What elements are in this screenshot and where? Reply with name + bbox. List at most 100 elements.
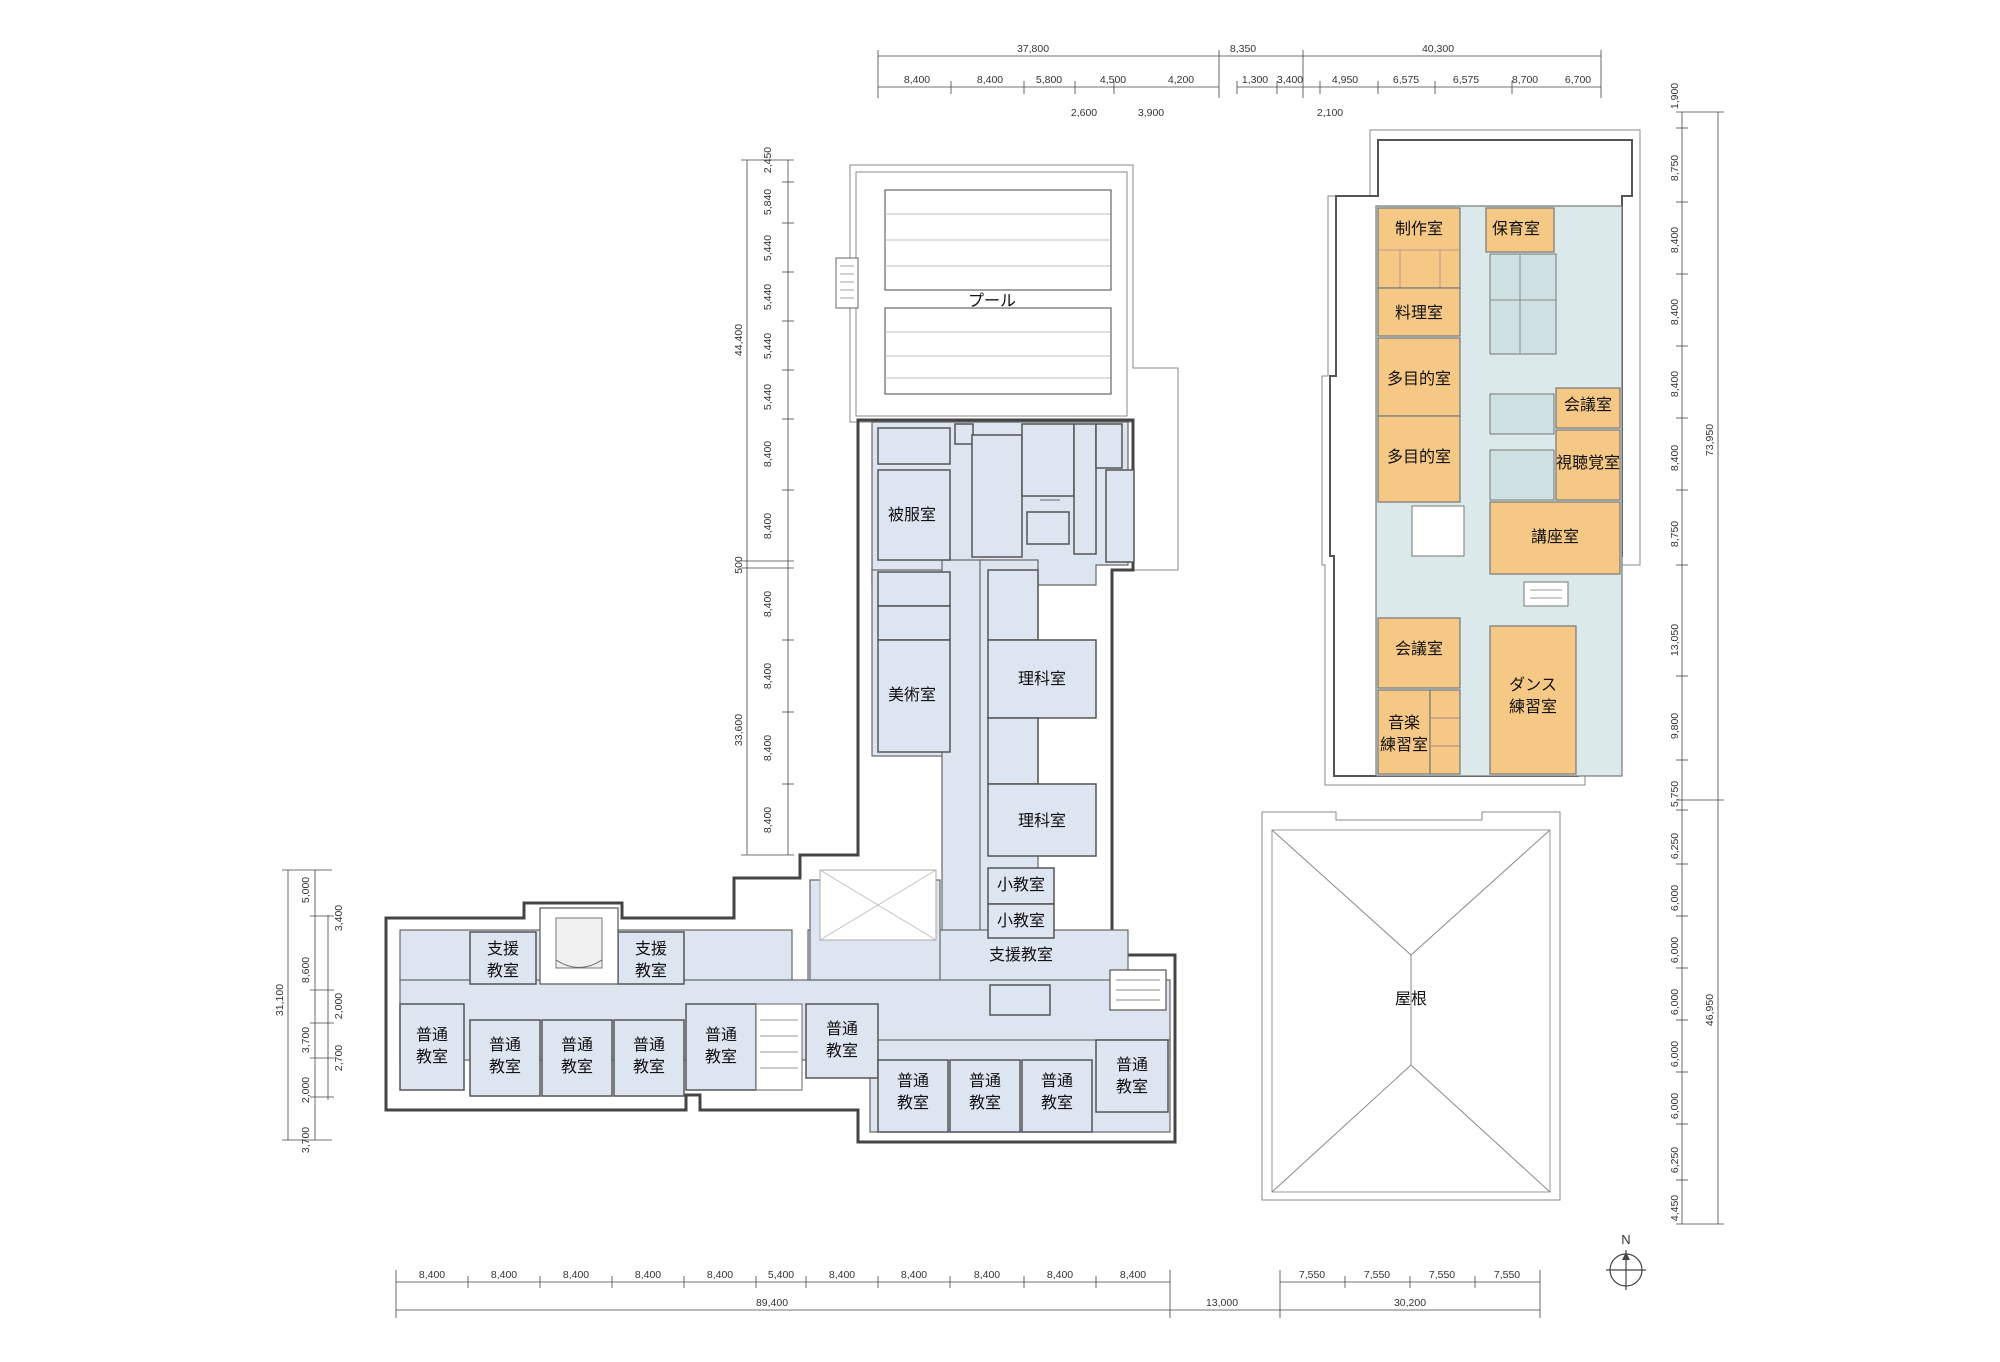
bottom-dimension-labels: 8,400 8,400 8,400 8,400 8,400 5,400 8,40… bbox=[419, 1269, 1520, 1309]
classroom-label-1: 普通 bbox=[561, 1035, 593, 1054]
classroom bbox=[805, 1003, 879, 1079]
dim-left-11: 8,400 bbox=[762, 807, 774, 833]
dim-left-5: 5,440 bbox=[762, 384, 774, 410]
right-building: 制作室 保育室 料理室 多目的室 多目的室 会議室 視聴覚室 講座室 会議室 ダ… bbox=[1321, 129, 1641, 786]
dim-top-overall-2: 40,300 bbox=[1422, 43, 1454, 55]
dim-bottom-7: 8,400 bbox=[901, 1269, 927, 1281]
dim-bottom-right-0: 7,550 bbox=[1299, 1269, 1325, 1281]
dim-left-total-0: 44,400 bbox=[733, 324, 745, 356]
room-tamokuteki-2 bbox=[1377, 415, 1461, 503]
dim-bottom-total-2: 30,200 bbox=[1394, 1297, 1426, 1309]
dim-right-16: 6,250 bbox=[1669, 1147, 1681, 1173]
dim-top-right-5: 8,700 bbox=[1512, 74, 1538, 86]
classroom-label-2: 教室 bbox=[633, 1057, 665, 1076]
dim-right-2: 8,400 bbox=[1669, 227, 1681, 253]
dim-top-right-sub: 2,100 bbox=[1317, 107, 1343, 119]
room-shokyo-1-label: 小教室 bbox=[997, 875, 1045, 894]
room-seisaku bbox=[1377, 207, 1461, 289]
roof-label: 屋根 bbox=[1395, 989, 1427, 1008]
dim-bottom-total-0: 89,400 bbox=[756, 1297, 788, 1309]
room-hoiku-label: 保育室 bbox=[1492, 219, 1540, 238]
dim-top-right-3: 6,575 bbox=[1393, 74, 1419, 86]
classroom bbox=[541, 1019, 613, 1097]
dim-right-9: 5,750 bbox=[1669, 781, 1681, 807]
dim-right-13: 6,000 bbox=[1669, 989, 1681, 1015]
classroom-label-2: 教室 bbox=[489, 1057, 521, 1076]
dim-left-total-2: 33,600 bbox=[733, 714, 745, 746]
dim-top-right-2: 4,950 bbox=[1332, 74, 1358, 86]
dim-right-total-0: 73,950 bbox=[1704, 424, 1716, 456]
room-hoiku bbox=[1485, 207, 1555, 253]
classroom-label-2: 教室 bbox=[561, 1057, 593, 1076]
dim-left-total-1: 500 bbox=[733, 556, 745, 574]
classroom-label-2: 教室 bbox=[826, 1041, 858, 1060]
dim-right-12: 6,000 bbox=[1669, 937, 1681, 963]
classroom bbox=[949, 1059, 1021, 1133]
room-shokyo-2-label: 小教室 bbox=[997, 911, 1045, 930]
classroom bbox=[613, 1019, 685, 1097]
classroom-label-2: 教室 bbox=[1041, 1093, 1073, 1112]
classrooms-row-2: 普通 教室 普通 教室 普通 教室 普通 教室 bbox=[877, 1039, 1169, 1133]
room-kaigi-2 bbox=[1377, 617, 1461, 689]
left-dimension-labels: 2,450 5,840 5,440 5,440 5,440 5,440 8,40… bbox=[733, 147, 774, 833]
classroom-label-2: 教室 bbox=[1116, 1077, 1148, 1096]
dim-right-total-1: 46,950 bbox=[1704, 994, 1716, 1026]
dim-top-left-sub-0: 2,600 bbox=[1071, 107, 1097, 119]
dim-top-left-1: 8,400 bbox=[977, 74, 1003, 86]
dim-bottom-right-1: 7,550 bbox=[1364, 1269, 1390, 1281]
dim-left-8: 8,400 bbox=[762, 591, 774, 617]
dim-left-9: 8,400 bbox=[762, 663, 774, 689]
room-tamokuteki-2-label: 多目的室 bbox=[1387, 447, 1451, 466]
pool bbox=[835, 189, 1112, 395]
room-shien-left-label-2: 教室 bbox=[487, 961, 519, 980]
dim-far-left-inner-2: 2,700 bbox=[333, 1045, 345, 1071]
dim-left-4: 5,440 bbox=[762, 333, 774, 359]
dim-far-left-0: 31,100 bbox=[274, 984, 286, 1016]
dim-bottom-4: 8,400 bbox=[707, 1269, 733, 1281]
room-shien-right-label-2: 教室 bbox=[635, 961, 667, 980]
room-rika-2 bbox=[987, 783, 1097, 857]
dim-top-left-2: 5,800 bbox=[1036, 74, 1062, 86]
room-ongaku-label-2: 練習室 bbox=[1380, 735, 1428, 754]
dim-top-right-6: 6,700 bbox=[1565, 74, 1591, 86]
dim-right-14: 6,000 bbox=[1669, 1041, 1681, 1067]
room-hifuku bbox=[877, 469, 951, 561]
dim-right-4: 8,400 bbox=[1669, 371, 1681, 397]
dim-right-5: 8,400 bbox=[1669, 445, 1681, 471]
classroom-label-1: 普通 bbox=[1116, 1055, 1148, 1074]
room-tamokuteki-1-label: 多目的室 bbox=[1387, 369, 1451, 388]
dim-bottom-right-3: 7,550 bbox=[1494, 1269, 1520, 1281]
classroom-label-2: 教室 bbox=[969, 1093, 1001, 1112]
room-kaigi-2-label: 会議室 bbox=[1395, 639, 1443, 658]
north-label: N bbox=[1621, 1232, 1630, 1247]
classroom-label-2: 教室 bbox=[416, 1047, 448, 1066]
dim-bottom-right-2: 7,550 bbox=[1429, 1269, 1455, 1281]
dim-left-2: 5,440 bbox=[762, 235, 774, 261]
room-ongaku-label-1: 音楽 bbox=[1388, 713, 1420, 732]
dim-bottom-10: 8,400 bbox=[1120, 1269, 1146, 1281]
dim-left-6: 8,400 bbox=[762, 441, 774, 467]
classrooms-row-1: 普通 教室 普通 教室 普通 教室 普通 教室 普通 教室 普通 教室 bbox=[399, 1003, 879, 1097]
dim-far-left-mid-0: 5,000 bbox=[300, 877, 312, 903]
room-shien-left-label-1: 支援 bbox=[487, 939, 519, 958]
left-building: プール 被服室 美術室 理科室 bbox=[384, 164, 1179, 1144]
room-bijutsu bbox=[877, 639, 951, 753]
classroom bbox=[399, 1003, 465, 1091]
roof: 屋根 bbox=[1261, 811, 1561, 1201]
room-ongaku bbox=[1377, 689, 1431, 775]
far-left-dimension-labels: 31,100 3,700 5,000 8,600 3,700 2,000 3,4… bbox=[274, 877, 345, 1153]
left-dimension-lines bbox=[741, 159, 794, 856]
room-koza-label: 講座室 bbox=[1531, 527, 1579, 546]
room-rika-2-label: 理科室 bbox=[1018, 811, 1066, 830]
dim-right-17: 4,450 bbox=[1669, 1195, 1681, 1221]
room-shien-left bbox=[469, 931, 537, 985]
dim-bottom-0: 8,400 bbox=[419, 1269, 445, 1281]
top-dimension-labels: 37,800 8,350 40,300 8,400 8,400 5,800 4,… bbox=[904, 43, 1591, 119]
classroom bbox=[1095, 1039, 1169, 1113]
dim-right-1: 8,750 bbox=[1669, 155, 1681, 181]
dim-bottom-9: 8,400 bbox=[1047, 1269, 1073, 1281]
dim-right-7: 13,050 bbox=[1669, 624, 1681, 656]
dim-left-10: 8,400 bbox=[762, 735, 774, 761]
dim-bottom-total-1: 13,000 bbox=[1206, 1297, 1238, 1309]
